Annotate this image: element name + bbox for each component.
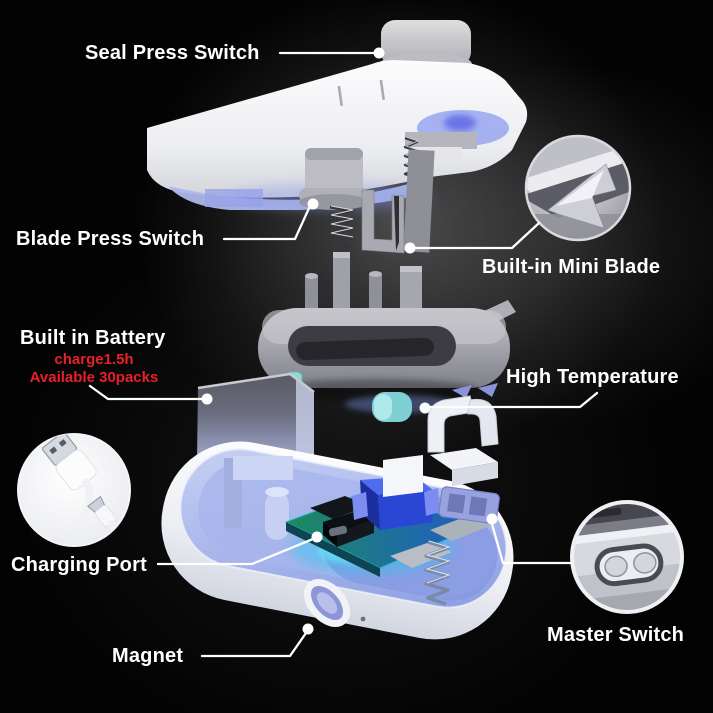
leader-dots — [201, 47, 498, 635]
usb-cable-inset-circle — [17, 433, 131, 547]
label-blade-press-switch: Blade Press Switch — [16, 228, 205, 250]
blade-holder — [361, 149, 435, 254]
screw-hole — [360, 616, 366, 622]
heating-element — [285, 371, 498, 422]
label-master-switch: Master Switch — [547, 624, 685, 646]
bottom-shell-interior — [224, 456, 293, 540]
spring-plunger — [328, 205, 354, 249]
leader-magnet — [200, 631, 308, 658]
leader-blade-press-switch — [222, 204, 312, 241]
gasket-frame — [258, 252, 516, 413]
battery-note-line1: charge1.5h — [54, 351, 134, 368]
label-built-in-battery: Built in Battery — [20, 327, 166, 349]
leader-high-temperature — [428, 391, 599, 409]
blade-press-plunger — [299, 148, 369, 210]
label-high-temperature: High Temperature — [506, 366, 679, 388]
master-switch-inset-circle — [570, 500, 684, 614]
label-seal-press-switch: Seal Press Switch — [85, 42, 260, 64]
battery-note: charge1.5h Available 30packs — [10, 351, 178, 386]
leader-master-switch — [490, 522, 574, 565]
rocker-switch-part — [438, 486, 500, 524]
label-built-in-mini-blade: Built-in Mini Blade — [482, 256, 661, 278]
leader-charging-port — [156, 537, 315, 566]
label-magnet: Magnet — [112, 645, 184, 667]
usb-a-connector — [41, 434, 97, 526]
mini-blade — [394, 196, 399, 251]
label-charging-port: Charging Port — [11, 554, 147, 576]
spring-lower — [424, 540, 451, 606]
leader-built-in-mini-blade — [408, 221, 541, 250]
leader-lines — [88, 51, 599, 658]
leader-built-in-battery — [88, 384, 204, 401]
charging-port-recess — [303, 579, 351, 627]
white-bracket — [383, 395, 499, 497]
battery-note-line2: Available 30packs — [29, 368, 159, 386]
